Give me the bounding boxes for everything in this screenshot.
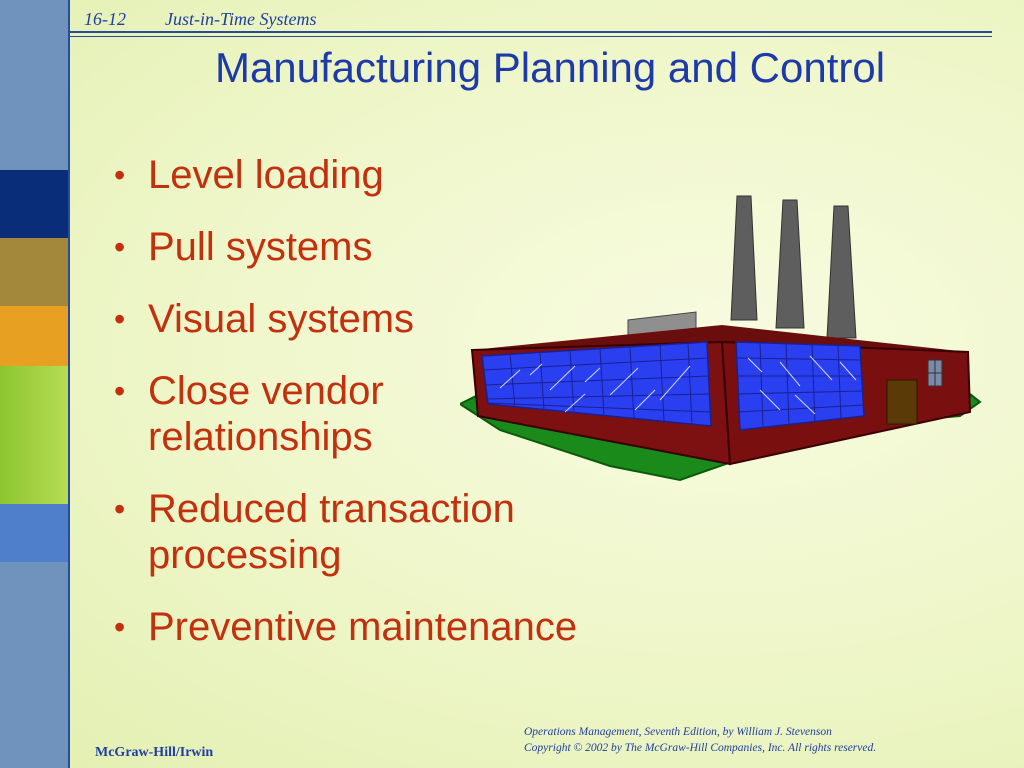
bullet-item: • Reduced transaction processing — [110, 486, 618, 578]
factory-icon — [460, 195, 982, 482]
bullet-marker: • — [114, 373, 126, 409]
bullet-marker: • — [114, 609, 126, 645]
sidebar-band-4 — [0, 306, 68, 366]
bullet-list: • Level loading • Pull systems • Visual sys… — [110, 152, 670, 676]
publisher-footer: McGraw-Hill/Irwin — [95, 745, 214, 760]
sidebar-band-6 — [0, 504, 68, 562]
bullet-item: • Preventive maintenance — [110, 604, 670, 650]
bullet-text: Level loading — [148, 153, 384, 197]
slide-number: 16-12 — [84, 9, 126, 29]
bullet-item: • Pull systems — [110, 224, 670, 270]
bullet-text: Pull systems — [148, 225, 373, 269]
bullet-marker: • — [114, 491, 126, 527]
bullet-text: Reduced transaction processing — [148, 487, 515, 577]
bullet-text: Close vendor relationships — [148, 369, 384, 459]
bullet-marker: • — [114, 157, 126, 193]
sidebar-band-5 — [0, 366, 68, 504]
sidebar-band-1 — [0, 0, 68, 170]
sidebar-band-7 — [0, 562, 68, 768]
copyright-footer: Operations Management, Seventh Edition, … — [524, 724, 876, 756]
header-rule-thin — [70, 36, 992, 37]
sidebar-band-2 — [0, 170, 68, 238]
bullet-item: • Visual systems — [110, 296, 670, 342]
slide-title: Manufacturing Planning and Control — [214, 44, 886, 91]
book-citation: Operations Management, Seventh Edition, … — [524, 726, 832, 738]
bullet-item: • Level loading — [110, 152, 670, 198]
bullet-text: Visual systems — [148, 297, 415, 341]
bullet-marker: • — [114, 301, 126, 337]
sidebar-band-3 — [0, 238, 68, 306]
bullet-text: Preventive maintenance — [148, 605, 578, 649]
sidebar-divider — [68, 0, 70, 768]
bullet-item: • Close vendor relationships — [110, 368, 478, 460]
chapter-title: Just-in-Time Systems — [165, 9, 317, 29]
header-rule — [70, 31, 992, 33]
copyright-notice: Copyright © 2002 by The McGraw-Hill Comp… — [524, 742, 877, 754]
sidebar-decoration — [0, 0, 68, 768]
bullet-marker: • — [114, 229, 126, 265]
